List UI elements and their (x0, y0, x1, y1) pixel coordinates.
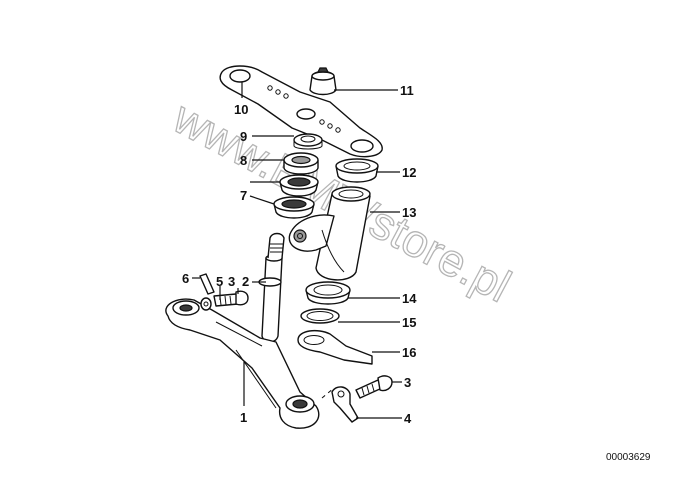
bearing-ring-part (283, 152, 319, 175)
upper-bearing-race-part (335, 158, 379, 183)
locking-bracket-part (331, 386, 359, 423)
steering-stem-part (258, 232, 285, 343)
callout-16: 16 (402, 345, 416, 360)
leader-7 (249, 181, 280, 205)
callout-13: 13 (402, 205, 416, 220)
damper-plate-part (297, 329, 373, 365)
leader-lines (192, 82, 402, 419)
steering-head-tube-part (288, 186, 371, 281)
lower-fork-bridge-part (165, 298, 320, 429)
dust-seal-ring-part (300, 308, 340, 324)
callout-12: 12 (402, 165, 416, 180)
callout-15: 15 (402, 315, 416, 330)
adjusting-ring-part (293, 133, 323, 150)
taper-roller-bearing-lower-part (273, 196, 315, 219)
bolt-upper-part (213, 290, 249, 307)
washer-part (200, 297, 212, 311)
bolt-lower-part (355, 375, 393, 399)
callout-9: 9 (240, 129, 247, 144)
callout-1: 1 (240, 410, 247, 425)
callout-4: 4 (404, 411, 412, 426)
pin-part (199, 273, 215, 295)
callout-2: 2 (242, 274, 249, 289)
callout-11: 11 (400, 83, 414, 98)
assembly-axis-line (321, 387, 335, 399)
taper-roller-bearing-upper-part (279, 174, 319, 197)
callout-5: 5 (216, 274, 223, 289)
upper-fork-bridge-part (219, 65, 383, 158)
lower-bearing-race-part (305, 281, 351, 305)
top-cap-nut-part (309, 67, 337, 96)
callout-3-upper: 3 (228, 274, 235, 289)
document-number: 00003629 (606, 452, 651, 463)
callout-14: 14 (402, 291, 417, 306)
callout-8: 8 (240, 153, 247, 168)
callout-6: 6 (182, 271, 189, 286)
callout-7: 7 (240, 188, 247, 203)
callout-labels: 1 2 3 3 4 5 6 7 8 9 10 11 12 13 14 15 16 (182, 83, 417, 426)
callout-3-lower: 3 (404, 375, 411, 390)
callout-10: 10 (234, 102, 248, 117)
